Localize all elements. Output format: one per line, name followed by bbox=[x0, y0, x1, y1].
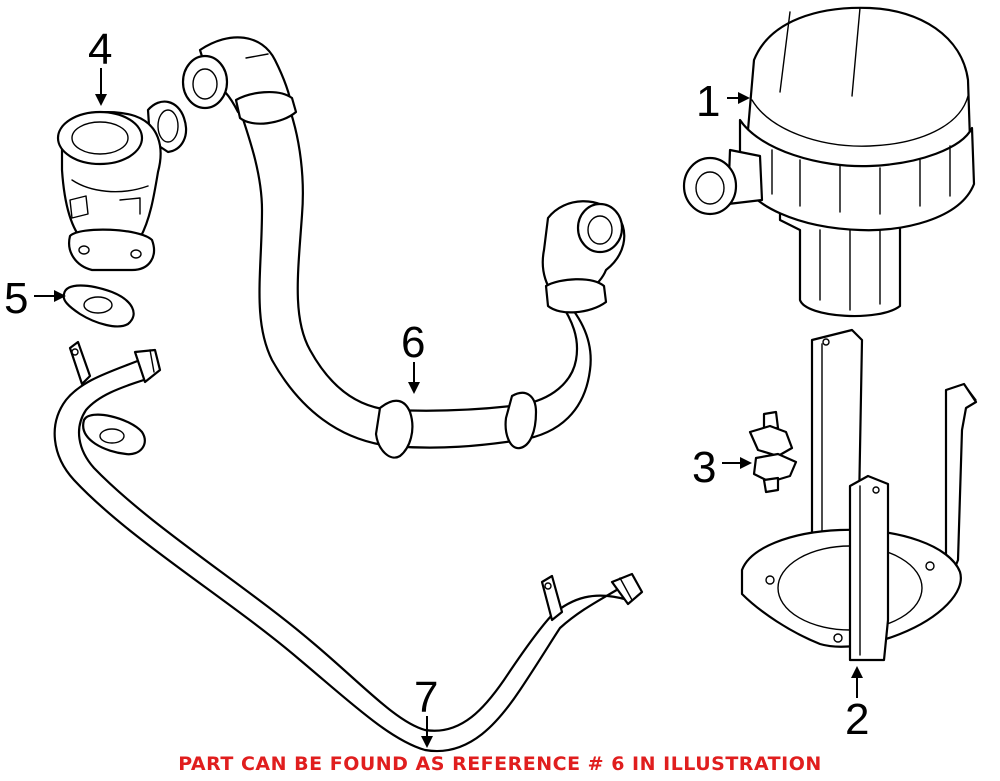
callout-5: 5 bbox=[4, 274, 28, 323]
leader-arrows bbox=[34, 68, 863, 748]
part-2-bracket bbox=[740, 328, 978, 662]
part-5-gasket bbox=[62, 284, 135, 328]
part-1-air-pump bbox=[682, 6, 976, 318]
part-6-hose bbox=[181, 36, 626, 459]
callout-1: 1 bbox=[696, 77, 720, 126]
part-3-fitting bbox=[748, 410, 798, 494]
callout-7: 7 bbox=[414, 673, 438, 722]
reference-note: PART CAN BE FOUND AS REFERENCE # 6 IN IL… bbox=[178, 753, 822, 775]
callout-3: 3 bbox=[692, 443, 716, 492]
callout-2: 2 bbox=[845, 695, 869, 744]
callout-4: 4 bbox=[88, 25, 112, 74]
part-7-pipe bbox=[53, 340, 644, 753]
callout-6: 6 bbox=[401, 318, 425, 367]
part-4-valve bbox=[56, 100, 188, 272]
